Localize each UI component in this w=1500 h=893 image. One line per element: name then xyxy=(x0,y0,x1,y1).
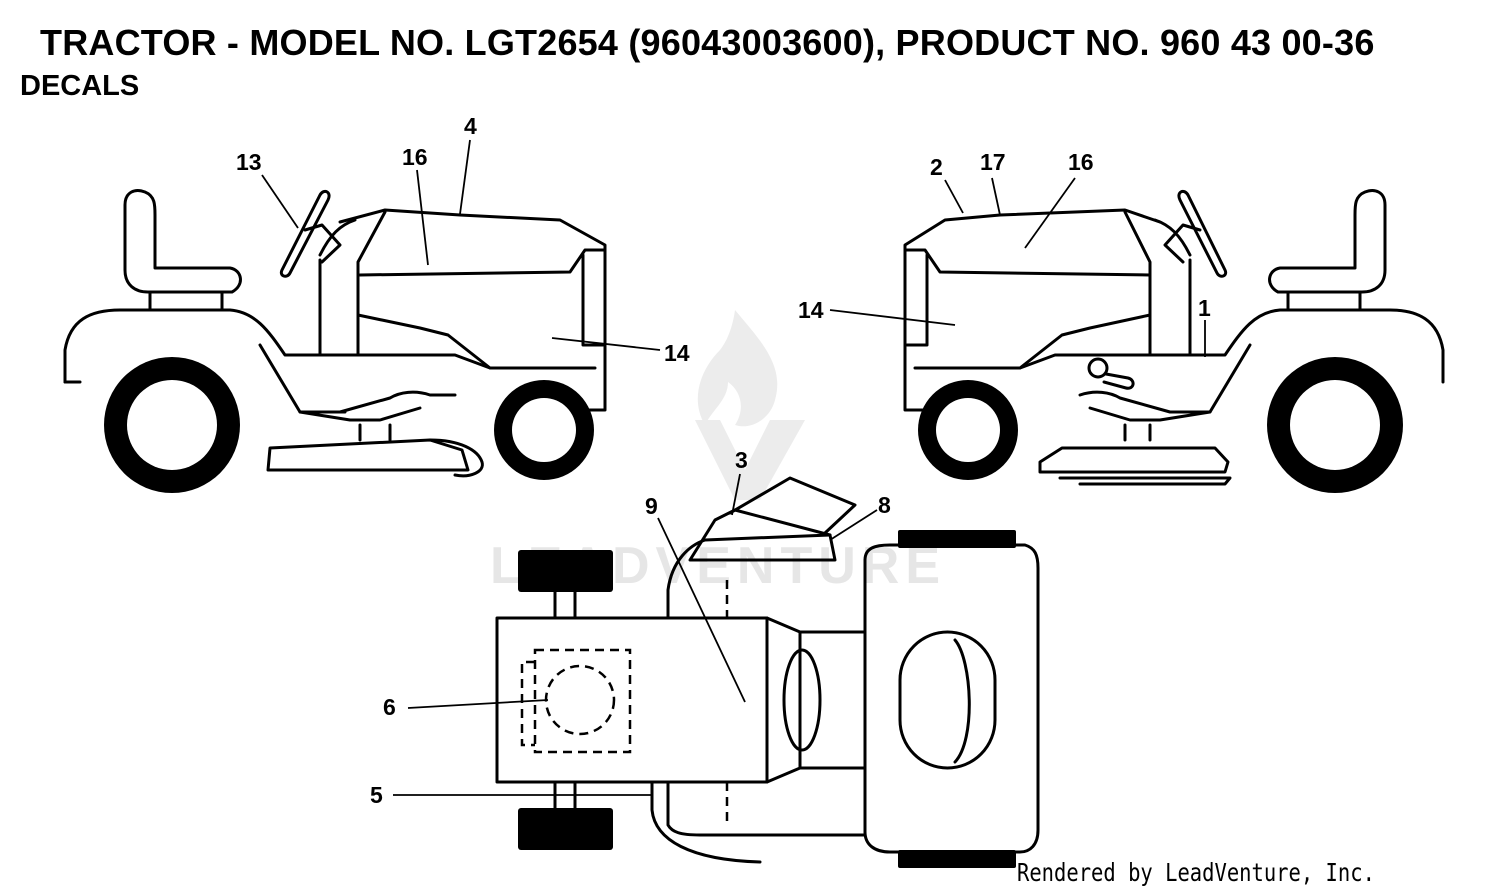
callout-16: 16 xyxy=(402,144,428,170)
callout-5: 5 xyxy=(370,782,383,808)
callout-8: 8 xyxy=(878,492,891,518)
footer-credit: Rendered by LeadVenture, Inc. xyxy=(1017,858,1375,887)
callout-4: 4 xyxy=(464,113,477,139)
watermark-chevron-icon xyxy=(695,420,805,500)
callout-1: 1 xyxy=(1198,295,1211,321)
callout-16-right: 16 xyxy=(1068,149,1094,175)
left-side-view: 13 16 4 14 xyxy=(63,113,690,493)
watermark-flame-icon xyxy=(697,310,778,427)
callout-14: 14 xyxy=(664,340,690,366)
right-side-view: 2 17 16 14 1 xyxy=(798,149,1445,493)
page-subtitle: DECALS xyxy=(20,70,140,102)
callout-6: 6 xyxy=(383,694,396,720)
callout-3: 3 xyxy=(735,447,748,473)
callout-13: 13 xyxy=(236,149,262,175)
callout-14-right: 14 xyxy=(798,297,824,323)
callout-2: 2 xyxy=(930,154,943,180)
page-title: TRACTOR - MODEL NO. LGT2654 (96043003600… xyxy=(40,22,1375,63)
callout-17: 17 xyxy=(980,149,1006,175)
top-view: 3 8 9 6 5 xyxy=(370,447,1040,868)
callout-9: 9 xyxy=(645,493,658,519)
